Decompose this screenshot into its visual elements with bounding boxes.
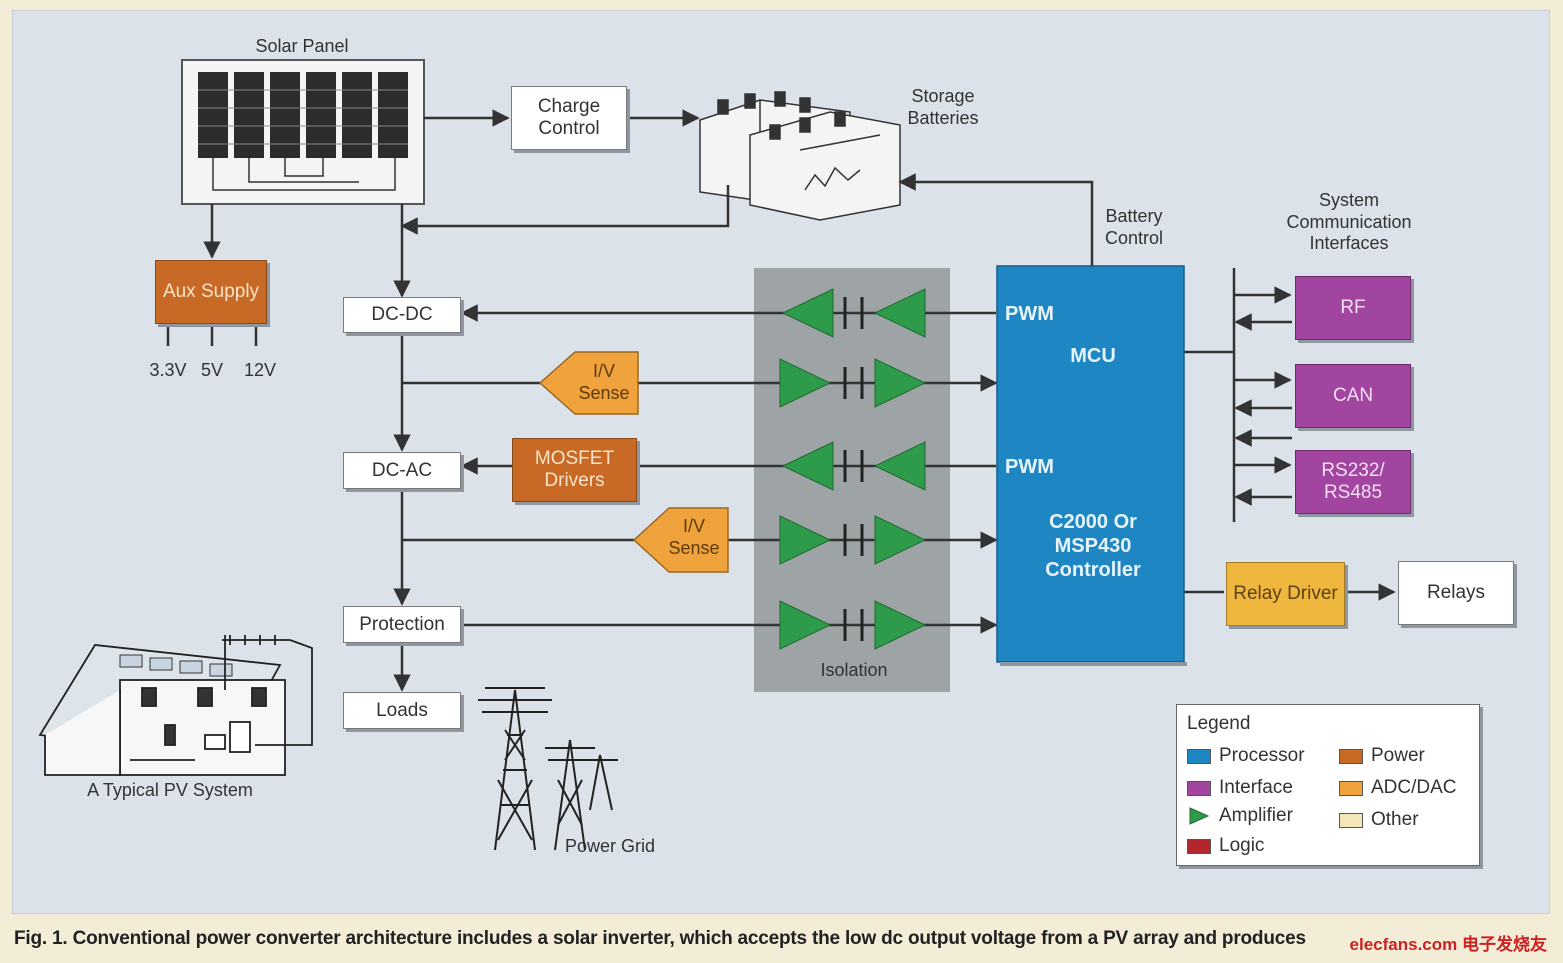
pwm-2-label: PWM: [1005, 456, 1054, 478]
rs232-rs485-box: RS232/ RS485: [1295, 450, 1411, 514]
interface-swatch: [1187, 780, 1211, 796]
loads-box: Loads: [343, 692, 461, 729]
solar-panel-label: Solar Panel: [255, 36, 349, 56]
aux-supply-box: Aux Supply: [155, 260, 267, 324]
house-graphic: [38, 635, 313, 776]
rf-box: RF: [1295, 276, 1411, 340]
storage-batteries-label: Storage Batteries: [907, 86, 979, 128]
amplifier-row-1: [781, 288, 926, 338]
power-swatch: [1339, 748, 1363, 764]
mosfet-drivers-box: MOSFET Drivers: [512, 438, 637, 502]
batteries-graphic: [699, 91, 901, 221]
dc-ac-box: DC-AC: [343, 452, 461, 489]
legend-processor: Processor: [1187, 745, 1305, 767]
legend-interface: Interface: [1187, 777, 1293, 799]
protection-box: Protection: [343, 606, 461, 643]
amplifier-icon: [1189, 807, 1210, 825]
power-grid-graphic: [478, 687, 618, 851]
iv-sense-1-shape: [538, 351, 639, 415]
iv-sense-2-shape: [632, 507, 729, 573]
voltage-12v: 12V: [243, 360, 277, 380]
processor-swatch: [1187, 748, 1211, 764]
watermark: elecfans.com 电子发烧友: [1349, 935, 1547, 954]
voltage-5v: 5V: [200, 360, 224, 380]
controller-label: C2000 Or MSP430 Controller: [1045, 511, 1141, 581]
legend-power: Power: [1339, 745, 1425, 767]
legend-title: Legend: [1187, 713, 1251, 734]
voltage-3v3: 3.3V: [149, 360, 187, 380]
power-grid-label: Power Grid: [564, 836, 656, 856]
battery-control-label: Battery Control: [1104, 206, 1164, 248]
legend-logic: Logic: [1187, 835, 1264, 857]
other-swatch: [1339, 812, 1363, 828]
pwm-1-label: PWM: [1005, 303, 1054, 325]
pv-system-label: A Typical PV System: [87, 780, 253, 800]
amplifier-row-5: [779, 600, 927, 650]
iv-sense-2-label: I/V Sense: [668, 516, 720, 558]
mcu-label: MCU: [1070, 345, 1116, 367]
solar-panel-graphic: [181, 59, 425, 205]
legend: Legend Processor Interface Amplifier Log…: [1176, 704, 1480, 866]
legend-amplifier: Amplifier: [1187, 805, 1293, 827]
legend-other: Other: [1339, 809, 1419, 831]
amplifier-row-4: [779, 515, 927, 565]
can-box: CAN: [1295, 364, 1411, 428]
logic-swatch: [1187, 838, 1211, 854]
relay-driver-box: Relay Driver: [1226, 562, 1345, 626]
isolation-label: Isolation: [820, 660, 888, 680]
relays-box: Relays: [1398, 561, 1514, 625]
mcu-block: [996, 265, 1185, 663]
legend-adc-dac: ADC/DAC: [1339, 777, 1457, 799]
adc-dac-swatch: [1339, 780, 1363, 796]
amplifier-row-3: [781, 441, 926, 491]
amplifier-row-2: [779, 358, 927, 408]
system-communication-label: System Communication Interfaces: [1286, 190, 1412, 254]
figure-caption: Fig. 1. Conventional power converter arc…: [14, 928, 1306, 949]
isolation-amplifiers: [779, 288, 927, 650]
charge-control-box: Charge Control: [511, 86, 627, 150]
dc-dc-box: DC-DC: [343, 297, 461, 333]
iv-sense-1-label: I/V Sense: [578, 361, 630, 403]
